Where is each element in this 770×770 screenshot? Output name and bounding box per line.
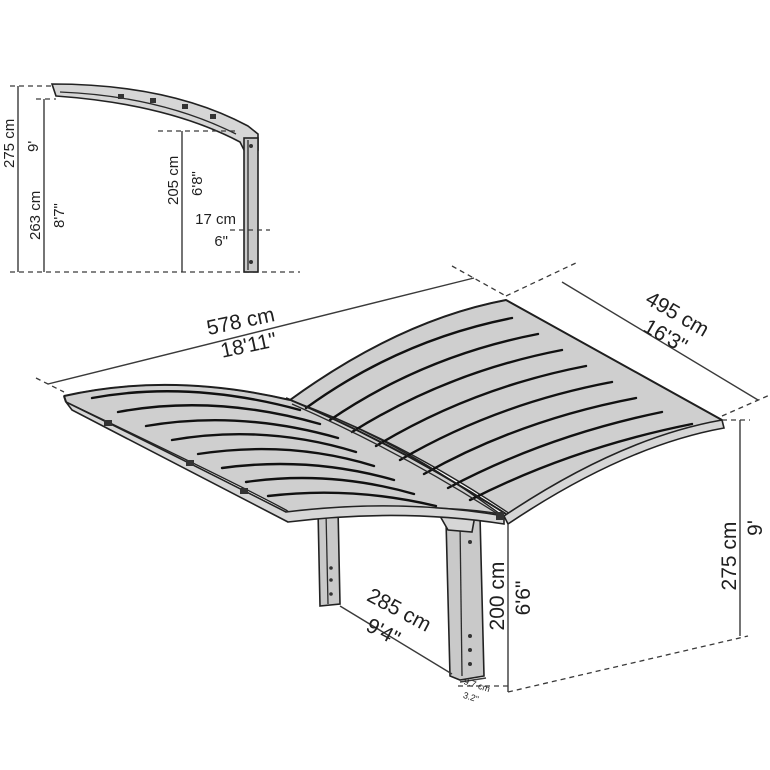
isometric-carport-view: 578 cm 18'11" 495 cm 16'3" 275 cm 9' 200… — [35, 261, 770, 704]
profile-post-width-metric: 17 cm — [195, 211, 236, 228]
profile-eave-height-imperial: 8'7" — [51, 203, 68, 228]
ground-line-right — [507, 635, 749, 693]
profile-overall-height-imperial: 9' — [25, 141, 42, 152]
front-post — [438, 509, 485, 681]
left-wing-front-beam — [65, 401, 505, 525]
post-base-dimension-line — [459, 677, 487, 683]
profile-post — [243, 137, 259, 273]
total-height-imperial: 9' — [744, 520, 767, 536]
right-wing-front-beam — [502, 419, 725, 526]
profile-panel-clips — [118, 94, 216, 119]
left-wing-ribs — [90, 390, 438, 508]
profile-clearance-height-imperial: 6'8" — [189, 171, 206, 196]
profile-beam-inner-line — [59, 91, 237, 135]
width-dimension-line — [561, 281, 759, 401]
side-profile-view: 275 cm 9' 263 cm 8'7" 205 cm 6'8" 17 cm … — [1, 83, 300, 273]
back-post — [317, 507, 341, 607]
post-height-metric: 200 cm — [486, 562, 509, 631]
right-wing-ribs — [304, 316, 694, 502]
roof-back-edge — [289, 299, 723, 421]
profile-post-width-imperial: 6" — [214, 233, 228, 250]
post-height-imperial: 6'6" — [512, 581, 535, 616]
length-dimension-line — [47, 277, 475, 385]
roof-left-edge — [63, 383, 291, 401]
profile-eave-height-metric: 263 cm — [27, 191, 44, 240]
profile-clearance-height-metric: 205 cm — [165, 156, 182, 205]
central-ridge-beam — [285, 397, 507, 515]
total-height-metric: 275 cm — [718, 522, 741, 591]
post-spacing-dimension-line — [339, 605, 453, 675]
beam-hardware — [104, 420, 504, 520]
profile-overall-height-metric: 275 cm — [1, 119, 18, 168]
post-base-imperial: 3.2" — [462, 690, 480, 704]
